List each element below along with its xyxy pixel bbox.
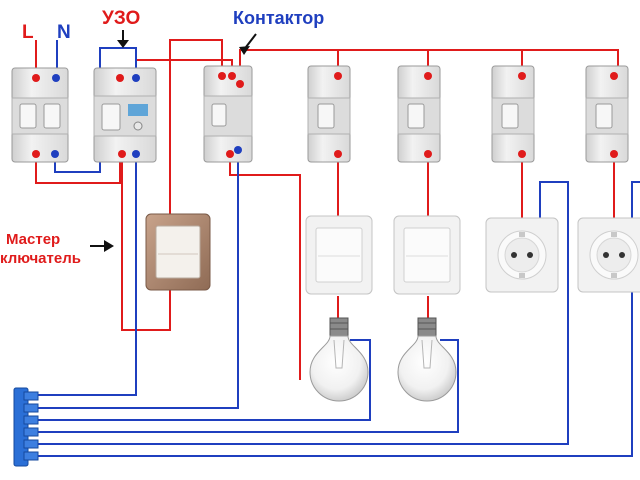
neutral-busbar — [13, 387, 39, 467]
lamp-1 — [309, 317, 369, 402]
master-switch-label-line2: ключатель — [0, 250, 81, 267]
rcd-device — [93, 67, 157, 163]
terminal-L-bottom — [32, 150, 40, 158]
contactor-terminal-l1 — [228, 72, 236, 80]
wire-lamp1-N — [36, 339, 371, 421]
contactor-terminal-a1 — [218, 72, 226, 80]
main-breaker — [11, 67, 69, 163]
rcd-terminal-L-top — [116, 74, 124, 82]
master-switch-label-line1: Мастер — [6, 231, 61, 248]
wire-main-to-rcd-L — [35, 158, 121, 184]
rcd-terminal-N-bottom — [132, 150, 140, 158]
master-switch-pointer-arrow — [90, 240, 114, 252]
neutral-label: N — [57, 22, 71, 43]
wire-socket2-N-down — [36, 290, 633, 457]
wire-rcd-L-to-master — [121, 158, 171, 331]
contactor-device — [203, 65, 253, 163]
breaker-3 — [491, 65, 535, 163]
wire-lamp2-N — [36, 339, 459, 433]
terminal-L-top — [32, 74, 40, 82]
wire-rcd-N-to-bus — [36, 158, 137, 396]
rcd-terminal-N-top — [132, 74, 140, 82]
contactor-pointer-arrow — [239, 33, 257, 55]
wire-contactor-N — [36, 158, 239, 409]
contactor-label: Контактор — [233, 8, 325, 28]
breaker-2 — [397, 65, 441, 163]
wire-socket2-N — [631, 181, 640, 222]
wire-master-to-contactor — [169, 39, 223, 215]
socket-1 — [485, 217, 559, 293]
contactor-terminal-out — [236, 80, 244, 88]
rcd-terminal-L-bottom — [118, 150, 126, 158]
breaker-1 — [307, 65, 351, 163]
terminal-N-bottom — [51, 150, 59, 158]
contactor-terminal-n — [234, 146, 242, 154]
breaker-4 — [585, 65, 629, 163]
light-switch-2 — [393, 215, 461, 295]
light-switch-1 — [305, 215, 373, 295]
rcd-label: УЗО — [102, 8, 141, 29]
lamp-2 — [397, 317, 457, 402]
wire-contactor-out — [229, 158, 301, 380]
rcd-pointer-arrow — [117, 30, 129, 48]
socket-2 — [577, 217, 640, 293]
phase-label: L — [22, 22, 34, 43]
phase-wires — [35, 39, 619, 380]
master-switch — [145, 213, 211, 291]
contactor-terminal-out-bottom — [226, 150, 234, 158]
terminal-N-top — [52, 74, 60, 82]
wire-socket1-N — [36, 181, 569, 445]
